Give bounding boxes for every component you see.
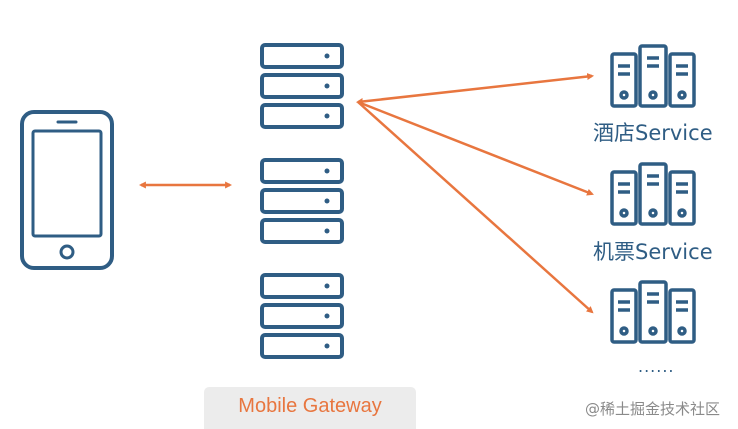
hotel-service-label: 酒店Service xyxy=(593,121,713,145)
flight-service-server-icon xyxy=(610,162,696,226)
more-services-ellipsis: ...... xyxy=(638,357,675,376)
watermark: @稀土掘金技术社区 xyxy=(585,400,721,418)
gateway-label: Mobile Gateway xyxy=(238,395,382,417)
gateway-flight-arrow xyxy=(357,100,594,196)
gateway-server-stack-1 xyxy=(260,43,344,129)
hotel-service-server-icon xyxy=(610,44,696,108)
gateway-server-stack-3 xyxy=(260,273,344,359)
gateway-label-box: Mobile Gateway xyxy=(204,387,416,429)
gateway-other-arrow xyxy=(357,101,594,314)
gateway-hotel-arrow xyxy=(355,73,595,105)
other-service-server-icon xyxy=(610,280,696,344)
mobile-phone-icon xyxy=(20,110,114,270)
flight-service-label: 机票Service xyxy=(593,240,713,264)
gateway-server-stack-2 xyxy=(260,158,344,244)
